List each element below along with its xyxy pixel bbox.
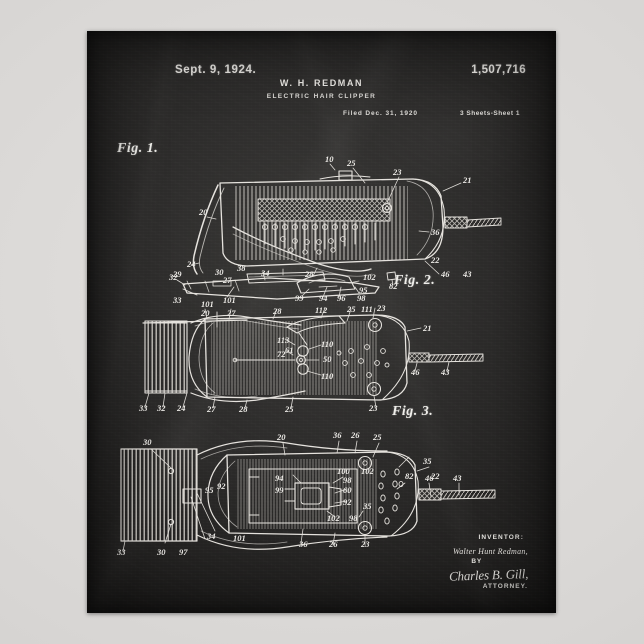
patent-poster: Sept. 9, 1924. 1,507,716 W. H. REDMAN EL…: [87, 31, 556, 613]
poster-vignette: [87, 31, 556, 613]
